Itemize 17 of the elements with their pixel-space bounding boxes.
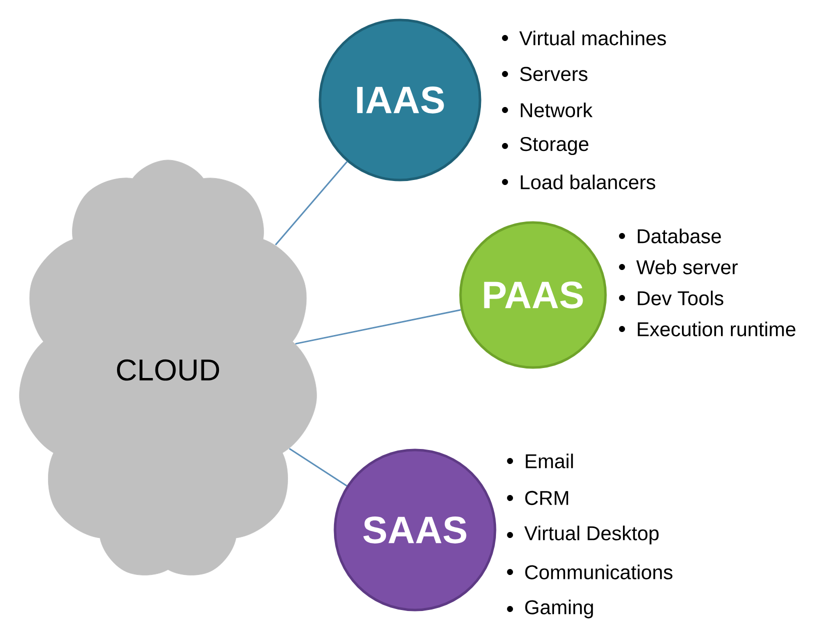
bullet-item: Dev Tools	[619, 290, 724, 306]
connector-line	[295, 309, 461, 345]
bullet-item: Communications	[507, 564, 672, 580]
bullet-item: Load balancers	[502, 174, 656, 190]
bullet-item: Network	[502, 102, 593, 118]
connector-line	[274, 161, 348, 246]
bullet-item: Virtual machines	[502, 30, 666, 46]
bullet-item: CRM	[507, 490, 568, 506]
bullet-item: Web server	[619, 260, 738, 274]
bullet-item: Virtual Desktop	[507, 526, 659, 544]
bullet-item: Storage	[502, 136, 588, 156]
bullet-item: Gaming	[507, 600, 593, 618]
bullet-item: Email	[507, 454, 573, 468]
bullet-item: Servers	[502, 66, 588, 82]
connector-line	[288, 448, 348, 486]
bullet-item: Database	[619, 228, 721, 244]
bullet-item: Execution runtime	[619, 322, 796, 336]
